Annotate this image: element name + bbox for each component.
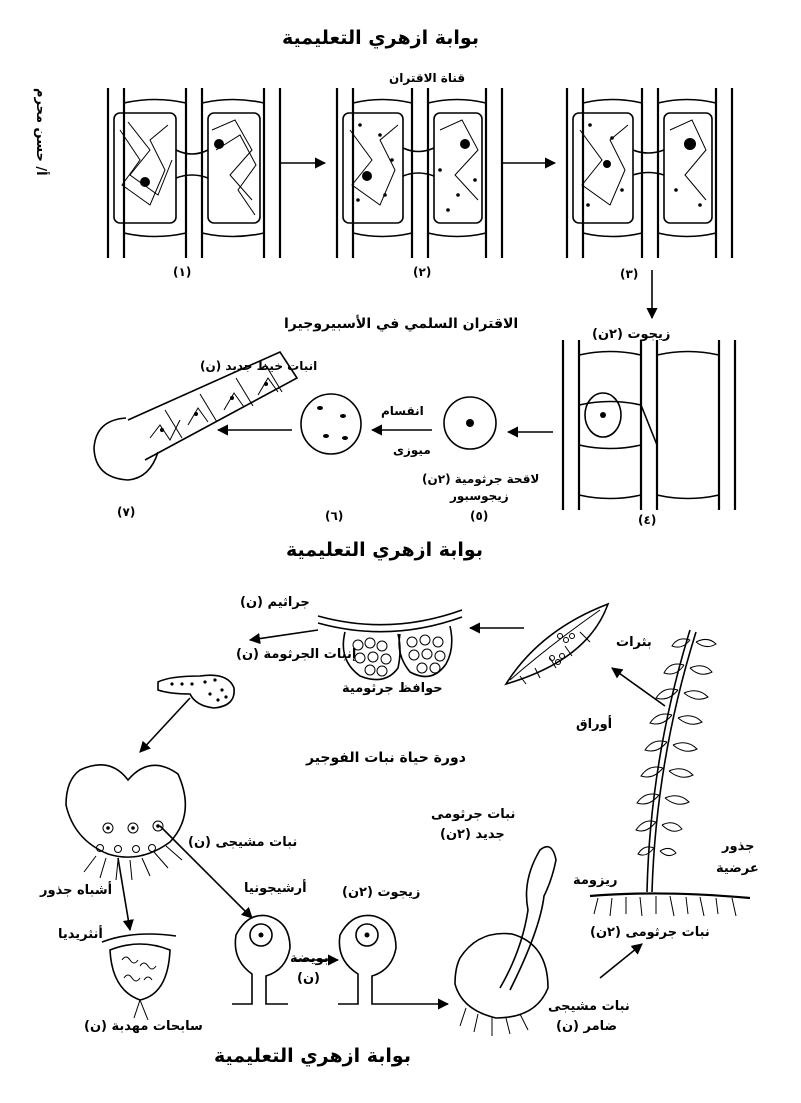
label-ciliated-sperms: سابحات مهدبة (ن) xyxy=(84,1019,203,1034)
label-rhizome: ريزومة xyxy=(573,873,618,888)
fern-title: دورة حياة نبات الفوجير xyxy=(306,750,466,766)
spirogyra-title: الاقتران السلمي في الأسبيروجيرا xyxy=(284,316,519,332)
label-step-3: (٣) xyxy=(620,267,639,281)
fern-mature-sporophyte xyxy=(589,629,751,917)
label-spores: جراثيم (ن) xyxy=(240,595,310,610)
label-step-1: (١) xyxy=(173,265,192,279)
label-ovum-2: (ن) xyxy=(297,971,320,986)
label-step-2: (٢) xyxy=(413,265,432,279)
label-antheridia: أنثريديا xyxy=(58,927,103,942)
label-spore-germination: إنبات الجرثومة (ن) xyxy=(236,647,357,662)
label-step-4: (٤) xyxy=(638,513,657,527)
fern-leaflet xyxy=(504,602,610,686)
label-step-7: (٧) xyxy=(117,505,136,519)
label-zygospore-2: زيجوسبور xyxy=(450,489,509,503)
author-name: أ/ حسن محرم xyxy=(33,88,48,176)
label-archegonia: أرشيجونيا xyxy=(244,881,307,896)
banner-top: بوابة ازهري التعليمية xyxy=(282,27,479,49)
spirogyra-stage-7 xyxy=(93,350,299,481)
label-zygospore-1: لاقحة جرثومية (٢ن) xyxy=(422,472,540,486)
spirogyra-arrows xyxy=(216,157,658,438)
fern-antheridium xyxy=(101,933,177,1021)
label-zygote-fern: زيجوت (٢ن) xyxy=(342,885,421,900)
label-sporangia: حوافظ جرثومية xyxy=(342,681,443,696)
label-adventitious-roots-2: عرضية xyxy=(716,861,759,876)
fern-arrows xyxy=(117,622,666,1010)
spirogyra-stage-4 xyxy=(561,340,737,510)
label-withered-gametophyte-2: ضامر (ن) xyxy=(556,1019,618,1034)
spirogyra-stage-1 xyxy=(106,88,282,258)
label-new-filament: انبات خيط جديد (ن) xyxy=(200,359,318,373)
banner-middle: بوابة ازهري التعليمية xyxy=(286,539,483,561)
spirogyra-stage-2 xyxy=(335,88,504,258)
fern-germinating-spore xyxy=(157,674,235,709)
label-new-sporophyte-1: نبات جرثومى xyxy=(431,807,516,822)
spirogyra-stage-3 xyxy=(565,88,734,258)
label-sori: بثرات xyxy=(616,635,652,650)
banner-bottom: بوابة ازهري التعليمية xyxy=(214,1045,411,1067)
label-meiosis-2: ميوزى xyxy=(393,443,431,457)
fern-prothallus xyxy=(65,764,187,881)
label-new-sporophyte-2: جديد (٢ن) xyxy=(440,827,505,842)
label-conjugation-canal: قناة الاقتران xyxy=(389,71,466,85)
label-gametophyte: نبات مشيجى (ن) xyxy=(188,835,298,850)
label-leaves: أوراق xyxy=(576,717,613,732)
spirogyra-stage-5 xyxy=(443,396,497,450)
label-zygote-spirogyra: زيجوت (٢ن) xyxy=(592,327,671,342)
label-sporophyte: نبات جرثومى (٢ن) xyxy=(590,925,710,940)
spirogyra-stage-6 xyxy=(300,393,362,455)
label-meiosis-1: انقسام xyxy=(381,404,424,418)
label-step-6: (٦) xyxy=(325,509,344,523)
fern-archegonium xyxy=(232,914,291,1005)
fern-zygote-archegonium xyxy=(338,914,397,1005)
label-step-5: (٥) xyxy=(470,509,489,523)
fern-young-sporophyte xyxy=(454,845,557,1036)
label-withered-gametophyte-1: نبات مشيجى xyxy=(548,999,630,1014)
fern-sporangia xyxy=(317,609,463,681)
label-ovum-1: بويضة xyxy=(290,951,329,966)
label-rhizoids: أشباه جذور xyxy=(40,883,113,898)
label-adventitious-roots-1: جذور xyxy=(722,839,755,854)
